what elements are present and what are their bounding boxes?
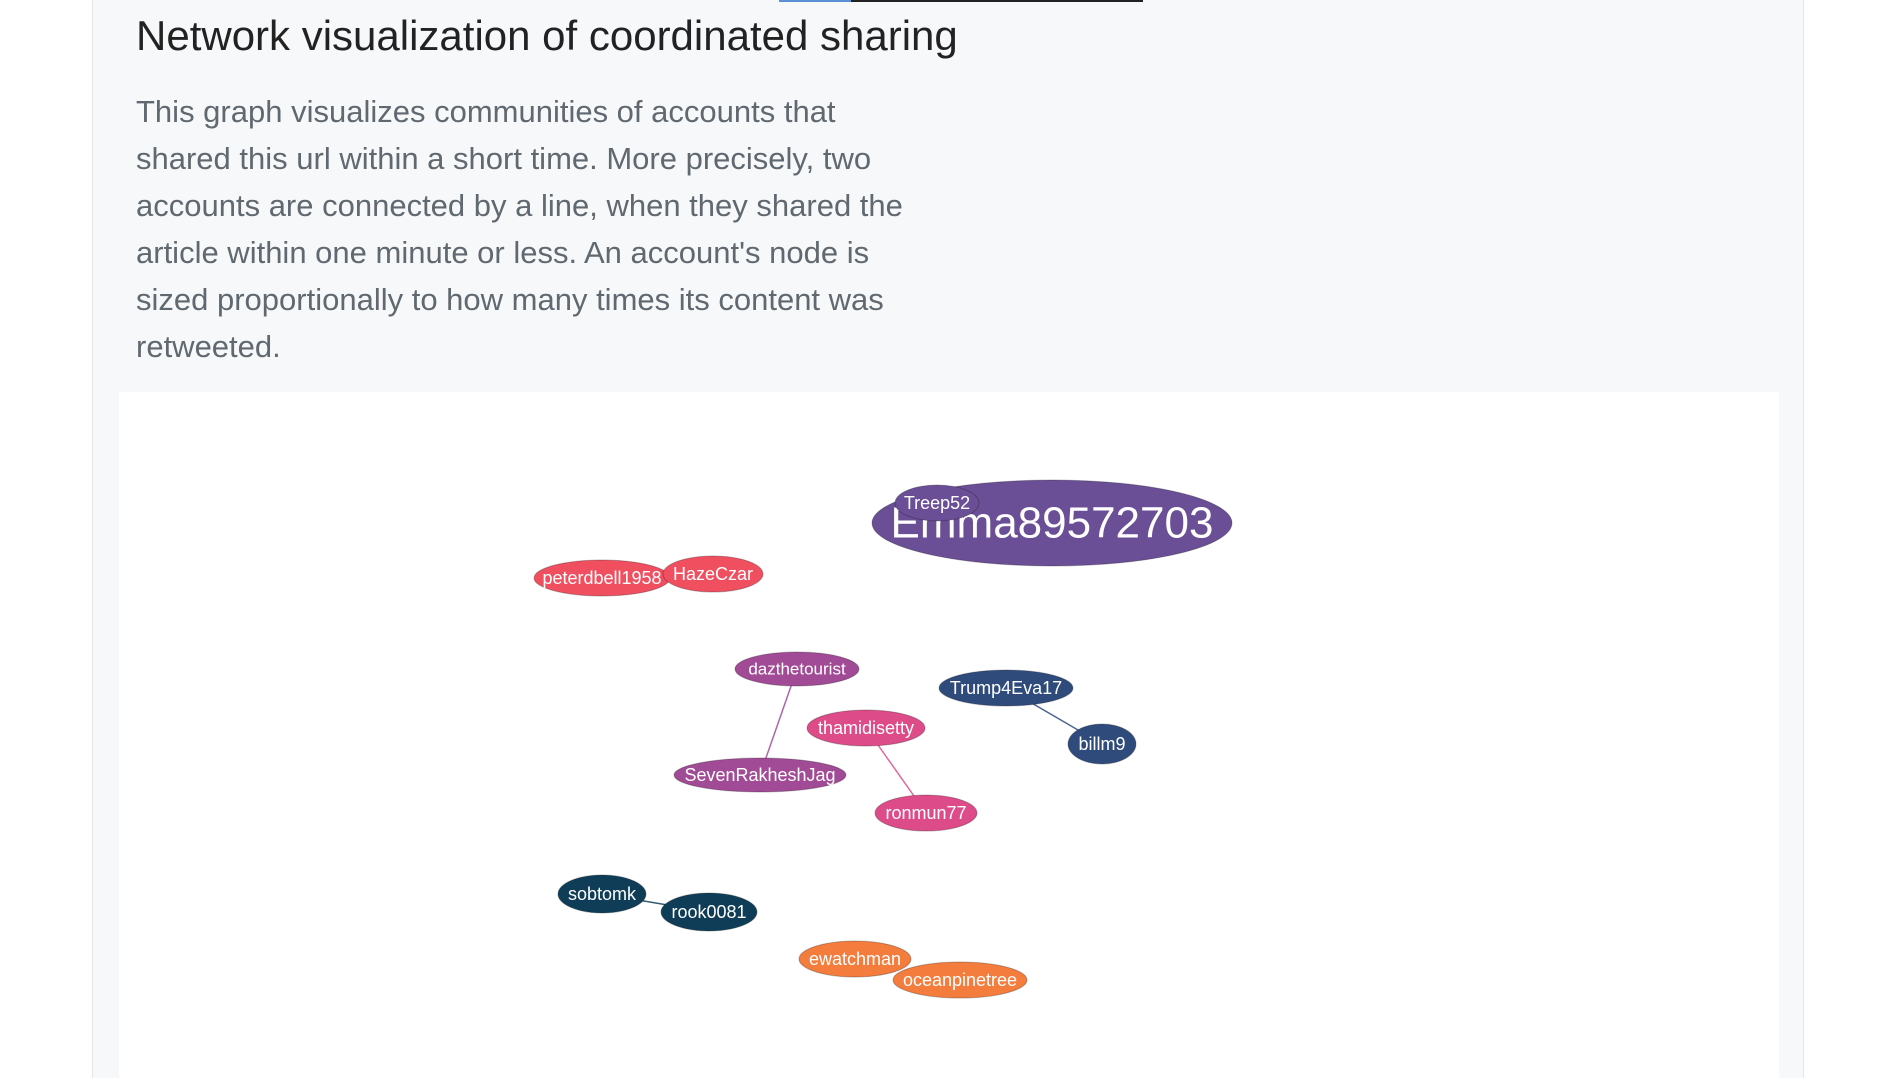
node-rook0081[interactable]: rook0081: [660, 892, 758, 932]
node-Trump4Eva17[interactable]: Trump4Eva17: [938, 669, 1074, 707]
coordinated-sharing-panel: Network visualization of coordinated sha…: [92, 0, 1804, 1092]
node-dazthetourist[interactable]: dazthetourist: [734, 651, 860, 687]
node-label: Trump4Eva17: [950, 678, 1062, 698]
node-oceanpinetree[interactable]: oceanpinetree: [892, 961, 1028, 999]
node-label: Treep52: [904, 493, 970, 513]
node-circle: [734, 651, 860, 687]
node-circle: [660, 892, 758, 932]
node-circle: [798, 940, 912, 978]
node-thamidisetty[interactable]: thamidisetty: [806, 709, 926, 747]
node-label: peterdbell1958: [542, 568, 661, 588]
node-circle: [662, 555, 764, 593]
node-label: rook0081: [671, 902, 746, 922]
edge-dazthetourist-SevenRakheshJag: [759, 668, 798, 776]
top-tab-indicator: [779, 0, 1143, 2]
node-SevenRakheshJag[interactable]: SevenRakheshJag: [673, 757, 847, 793]
node-label: sobtomk: [568, 884, 637, 904]
node-peterdbell1958[interactable]: peterdbell1958: [533, 559, 671, 597]
node-circle: [557, 874, 647, 914]
node-circle: [673, 757, 847, 793]
node-label: billm9: [1078, 734, 1125, 754]
node-label: HazeCzar: [673, 564, 753, 584]
node-label: oceanpinetree: [903, 970, 1017, 990]
node-circle: [874, 794, 978, 832]
node-circle: [894, 484, 980, 522]
node-label: ronmun77: [885, 803, 966, 823]
node-label: thamidisetty: [818, 718, 914, 738]
node-billm9[interactable]: billm9: [1067, 723, 1137, 765]
section-description: This graph visualizes communities of acc…: [136, 94, 903, 364]
node-Treep52[interactable]: Treep52: [894, 484, 980, 522]
node-circle: [892, 961, 1028, 999]
node-circle: [1067, 723, 1137, 765]
node-ewatchman[interactable]: ewatchman: [798, 940, 912, 978]
node-label: dazthetourist: [748, 660, 846, 679]
node-ronmun77[interactable]: ronmun77: [874, 794, 978, 832]
node-circle: [806, 709, 926, 747]
node-label: SevenRakheshJag: [684, 765, 835, 785]
node-label: ewatchman: [809, 949, 901, 969]
node-circle: [938, 669, 1074, 707]
node-sobtomk[interactable]: sobtomk: [557, 874, 647, 914]
node-HazeCzar[interactable]: HazeCzar: [662, 555, 764, 593]
section-title: Network visualization of coordinated sha…: [136, 12, 958, 59]
